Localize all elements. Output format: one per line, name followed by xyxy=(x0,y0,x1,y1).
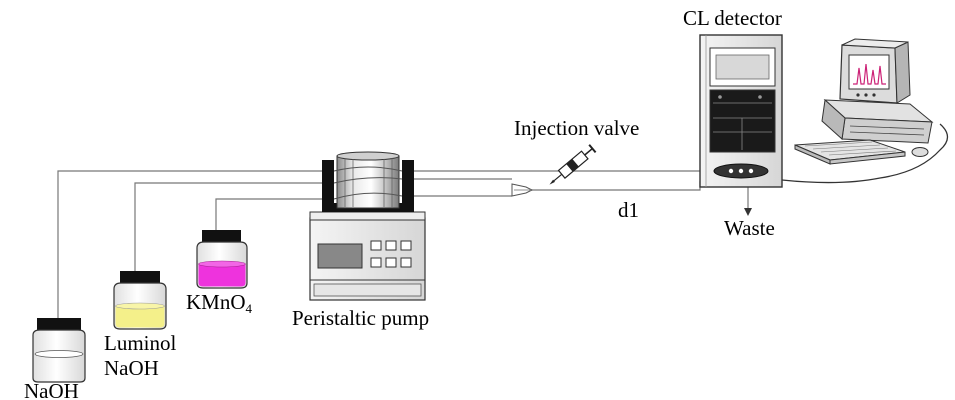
luminol-label-line1: Luminol xyxy=(104,331,177,355)
luminol-bottle xyxy=(113,271,167,330)
cl-detector-label: CL detector xyxy=(683,6,782,30)
waste-label: Waste xyxy=(724,216,775,240)
monitor-trace xyxy=(853,63,886,85)
cl-detector xyxy=(699,34,783,188)
naoh-tube xyxy=(57,170,333,320)
luminol-tube xyxy=(134,182,333,273)
injection-valve-syringe xyxy=(549,144,597,185)
kmno4-label-main: KMnO xyxy=(186,290,246,314)
pump-keypad xyxy=(370,240,412,268)
kmno4-label-subscript: 4 xyxy=(245,301,253,316)
computer xyxy=(781,38,949,184)
d1-label: d1 xyxy=(618,198,639,222)
peristaltic-pump-label: Peristaltic pump xyxy=(292,306,430,330)
kmno4-bottle xyxy=(196,230,248,289)
luminol-label-line2: NaOH xyxy=(104,356,159,380)
mixing-connector xyxy=(511,183,534,197)
injection-valve-label: Injection valve xyxy=(514,116,640,140)
mixed-stream-tube xyxy=(530,181,725,191)
kmno4-tube xyxy=(215,198,333,232)
peristaltic-pump xyxy=(309,151,426,301)
naoh-label: NaOH xyxy=(24,379,79,400)
kmno4-label: KMnO4 xyxy=(186,290,253,316)
waste-arrow xyxy=(744,208,752,216)
naoh-bottle xyxy=(32,318,86,383)
